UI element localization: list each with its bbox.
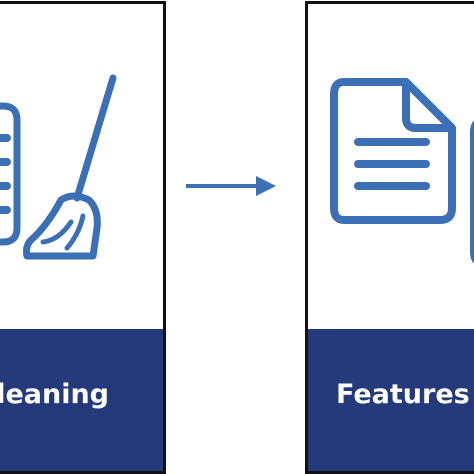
broom-icon [23,74,117,260]
cleaning-stage-panel: leaning [0,1,166,474]
features-stage-panel: Features c [305,1,474,474]
features-stage-banner: Features c [308,329,474,471]
cleaning-stage-label: leaning [0,379,109,410]
features-stage-label: Features c [336,379,474,410]
right-arrow-icon [186,176,276,196]
data-list-icon [0,102,21,246]
cleaning-stage-banner: leaning [0,329,163,471]
document-icon [330,78,456,224]
document-icon-partial [470,120,474,264]
